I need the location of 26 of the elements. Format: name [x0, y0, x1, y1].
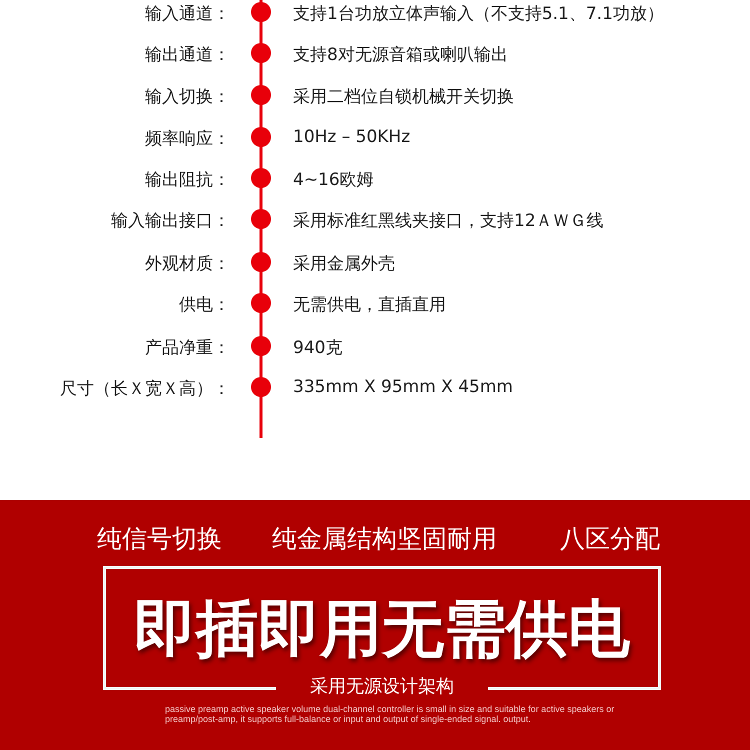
spec-label: 输入通道： — [145, 3, 230, 25]
feature-text: 纯金属结构坚固耐用 — [272, 523, 497, 555]
spec-label: 产品净重： — [145, 337, 230, 359]
spec-label: 外观材质： — [145, 253, 230, 275]
feature-text: 纯信号切换 — [97, 523, 222, 555]
headline: 即插即用无需供电 — [133, 591, 631, 667]
spec-value: 940克 — [293, 337, 342, 359]
spec-value: 支持1台功放立体声输入（不支持5.1、7.1功放） — [293, 3, 664, 25]
spec-value: 无需供电，直插直用 — [293, 294, 446, 316]
spec-label: 输入输出接口： — [111, 210, 230, 232]
spec-value: 4~16欧姆 — [293, 169, 374, 191]
spec-label: 供电： — [179, 294, 230, 316]
spec-label: 输入切换： — [145, 86, 230, 108]
feature-text: 八区分配 — [560, 523, 660, 555]
spec-label: 尺寸（长Ｘ宽Ｘ高）： — [60, 378, 230, 400]
spec-value: 采用二档位自锁机械开关切换 — [293, 86, 514, 108]
spec-label: 频率响应： — [145, 128, 230, 150]
spec-value: 支持8对无源音箱或喇叭输出 — [293, 44, 508, 66]
spec-label: 输出通道： — [145, 44, 230, 66]
spec-label: 输出阻抗： — [145, 169, 230, 191]
spec-value: 335mm X 95mm X 45mm — [293, 377, 513, 397]
spec-value: 10Hz – 50KHz — [293, 127, 410, 147]
spec-value: 采用金属外壳 — [293, 253, 395, 275]
spec-value: 采用标准红黑线夹接口，支持12ＡＷＧ线 — [293, 210, 604, 232]
subtitle: 采用无源设计架构 — [276, 674, 488, 698]
description-text: passive preamp active speaker volume dual-channel controller is small in size and suitable for active speakers or preamp/post-amp, it supports full-balance or input and output of single-ended signal. output. — [165, 704, 616, 724]
